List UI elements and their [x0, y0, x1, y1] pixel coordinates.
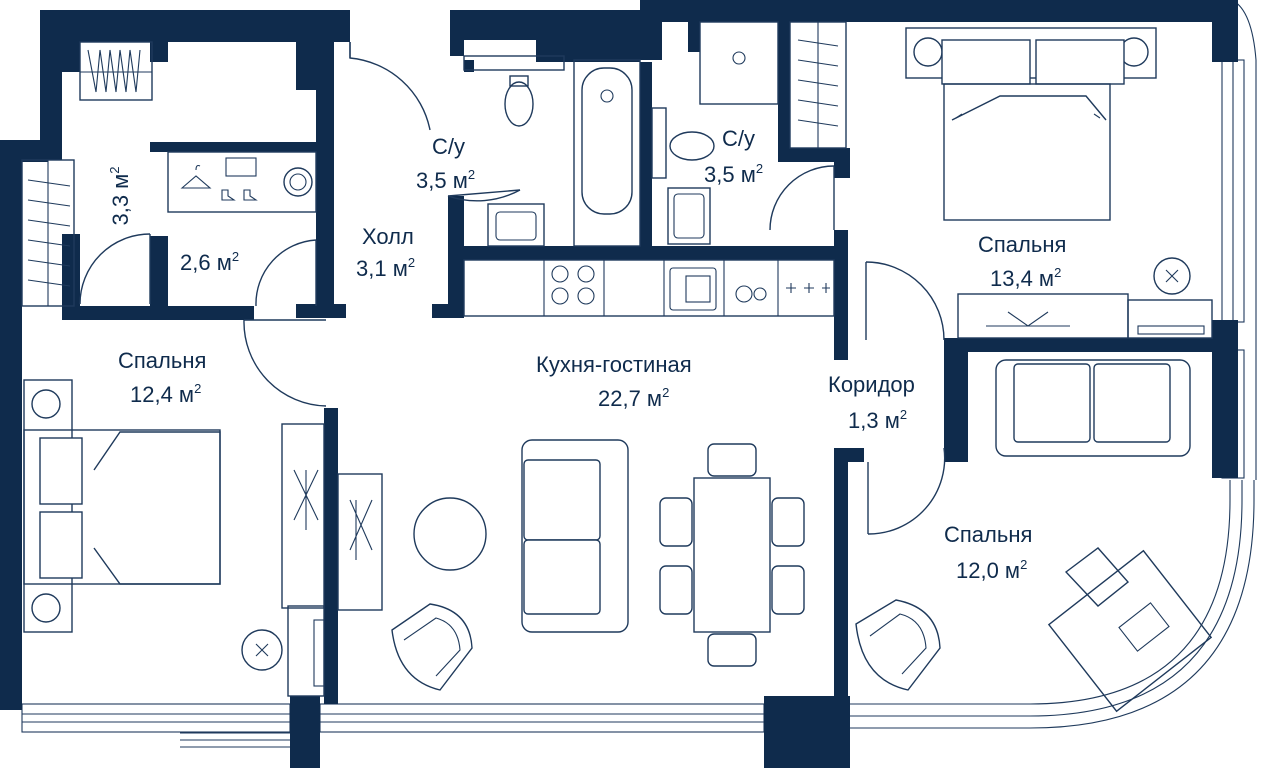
tv-console-bedroom2	[957, 257, 1213, 339]
room-name-corridor: Коридор	[828, 372, 915, 397]
room-name-bedroom3: Спальня	[944, 522, 1032, 547]
room-name-hall: Холл	[362, 224, 414, 249]
desk-bedroom3	[1047, 547, 1213, 713]
room-name-bedroom1: Спальня	[118, 348, 206, 373]
shelf-unit-bedroom2	[789, 21, 847, 149]
room-name-kitchen: Кухня-гостиная	[536, 352, 692, 377]
bath1-fixtures	[463, 55, 641, 247]
dining-set	[659, 443, 805, 667]
room-name-bedroom2: Спальня	[978, 232, 1066, 257]
room-area-kitchen: 22,7 м2	[598, 385, 669, 411]
room-labels: 3,3 м2 2,6 м2 С/у 3,5 м2 С/у 3,5 м2 Холл…	[107, 126, 1066, 583]
room-name-bath2: С/у	[722, 126, 755, 151]
armchair-bedroom3	[855, 599, 941, 691]
shelf-unit-left	[21, 159, 75, 307]
walls	[0, 0, 1238, 768]
coffee-table	[413, 497, 487, 571]
room-area-bedroom1: 12,4 м2	[130, 381, 201, 407]
tv-console-bedroom1	[281, 423, 325, 697]
room-name-bath1: С/у	[432, 134, 465, 159]
furniture	[21, 21, 1213, 713]
sofa-living	[521, 439, 629, 633]
room-area-corridor: 1,3 м2	[848, 407, 907, 433]
room-area-bedroom2: 13,4 м2	[990, 265, 1061, 291]
bed-bedroom2	[905, 27, 1157, 221]
kitchen-counter	[463, 259, 835, 317]
room-area-bath2: 3,5 м2	[704, 161, 763, 187]
room-area-hall: 3,1 м2	[356, 255, 415, 281]
room-area-storage: 3,3 м2	[107, 166, 133, 225]
bath2-fixtures	[651, 21, 779, 245]
wardrobe-fixtures	[167, 151, 317, 213]
doors	[79, 42, 946, 535]
shelf-unit-storage	[79, 41, 153, 101]
room-area-bath1: 3,5 м2	[416, 167, 475, 193]
sofa-bedroom3	[995, 359, 1191, 457]
tv-console-living	[337, 473, 383, 611]
room-area-bedroom3: 12,0 м2	[956, 557, 1027, 583]
bed-bedroom1	[23, 379, 283, 671]
room-area-wardrobe: 2,6 м2	[180, 249, 239, 275]
armchair-living	[391, 603, 473, 691]
